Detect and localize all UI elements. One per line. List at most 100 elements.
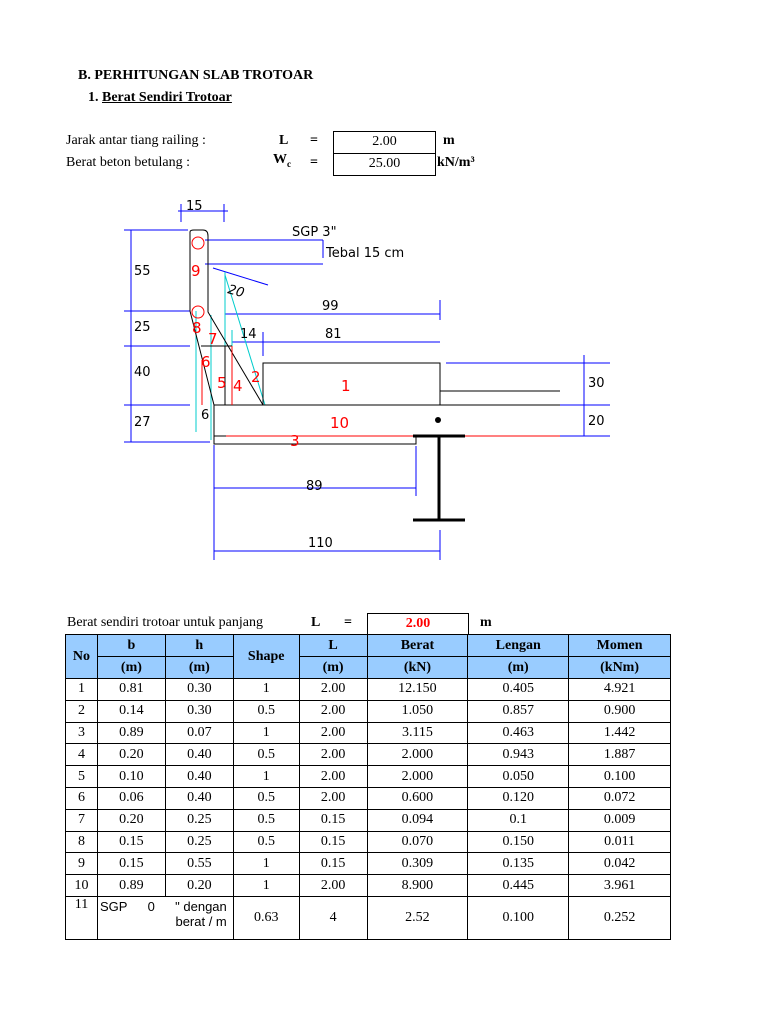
cell-lengan: 0.857 [467,699,570,723]
cell-shape: 0.5 [232,808,300,832]
header-no: No [65,634,98,679]
sgp-desc-2: berat / m [175,913,227,929]
cell-b: 0.15 [96,852,166,876]
param-unit-wc: kN/m³ [437,155,475,170]
cell-b: 0.15 [96,830,166,854]
cell-shape: 0.63 [232,895,300,940]
cell-berat: 0.094 [366,808,469,832]
param-eq-l: = [310,133,318,148]
cell-b: 0.06 [96,786,166,810]
cell-l: 0.15 [298,808,368,832]
cell-h: 0.30 [164,678,234,701]
cell-b: 0.81 [96,678,166,701]
cell-shape: 0.5 [232,743,300,767]
part-7: 7 [208,330,218,348]
cell-lengan: 0.150 [467,830,570,854]
cell-no: 4 [65,743,98,767]
cell-lengan: 0.1 [467,808,570,832]
red-lines [191,236,560,437]
part-4: 4 [233,377,243,395]
cell-l: 4 [298,895,368,940]
cell-no: 6 [65,786,98,810]
cell-momen: 0.900 [568,699,671,723]
param-symbol-wc-main: W [273,152,287,167]
cell-h: 0.40 [164,786,234,810]
dim-55: 55 [134,264,151,279]
cell-h: 0.30 [164,699,234,723]
cell-b: 0.89 [96,721,166,745]
cell-shape: 0.5 [232,786,300,810]
cell-momen: 0.042 [568,852,671,876]
dim-25: 25 [134,320,151,335]
table-intro-eq: = [344,615,352,630]
cell-no: 11 [65,895,98,940]
param-value-wc[interactable]: 25.00 [333,153,436,176]
cell-b: 0.10 [96,765,166,788]
cell-lengan: 0.943 [467,743,570,767]
part-2: 2 [251,368,261,386]
dim-20-diag: 20 [226,282,246,301]
cell-berat: 2.000 [366,765,469,788]
cell-no: 3 [65,721,98,745]
cell-berat: 12.150 [366,678,469,701]
sgp-label: SGP [99,898,128,914]
dim-27: 27 [134,415,151,430]
cell-l: 2.00 [298,765,368,788]
cell-lengan: 0.445 [467,874,570,897]
cell-momen: 0.011 [568,830,671,854]
cell-berat: 8.900 [366,874,469,897]
cell-b: 0.20 [96,743,166,767]
cell-berat: 0.309 [366,852,469,876]
dim-15: 15 [186,199,203,214]
cell-b: 0.14 [96,699,166,723]
cell-momen: 0.072 [568,786,671,810]
cell-shape: 0.5 [232,699,300,723]
cell-momen: 1.887 [568,743,671,767]
subsection-title: Berat Sendiri Trotoar [102,90,232,105]
cell-momen: 1.442 [568,721,671,745]
cell-momen: 0.100 [568,765,671,788]
header-l: L [298,634,368,657]
cell-no: 7 [65,808,98,832]
cell-l: 2.00 [298,786,368,810]
sgp-size: 0 [147,898,155,914]
cell-berat: 2.000 [366,743,469,767]
self-weight-table: No b h Shape L Berat Lengan Momen (m) (m… [65,634,671,940]
cell-l: 0.15 [298,852,368,876]
dim-6: 6 [201,408,209,423]
table-intro-value[interactable]: 2.00 [367,613,469,636]
cell-lengan: 0.135 [467,852,570,876]
part-1: 1 [341,377,351,395]
cross-section-diagram: 15 55 25 40 27 20 99 14 81 6 89 110 30 2… [124,199,610,560]
unit-lengan: (m) [467,656,570,679]
cell-momen: 4.921 [568,678,671,701]
cell-shape: 1 [232,678,300,701]
table-intro-label: Berat sendiri trotoar untuk panjang [67,615,263,630]
param-symbol-wc: Wc [273,152,291,169]
dim-30: 30 [588,376,605,391]
cell-momen: 3.961 [568,874,671,897]
param-symbol-wc-sub: c [287,158,291,169]
unit-b: (m) [96,656,166,679]
cell-sgp-desc: SGP 0 " dengan berat / m [96,895,234,940]
param-label-wc: Berat beton betulang : [66,155,191,170]
cell-no: 2 [65,699,98,723]
cell-lengan: 0.050 [467,765,570,788]
unit-l: (m) [298,656,368,679]
table-row-sgp: 11 SGP 0 " dengan berat / m 0.63 4 2.52 … [65,895,671,940]
param-unit-l: m [443,133,455,148]
part-9: 9 [191,262,201,280]
cell-momen: 0.252 [568,895,671,940]
cell-lengan: 0.120 [467,786,570,810]
cell-l: 2.00 [298,678,368,701]
cell-h: 0.55 [164,852,234,876]
table-intro-symbol: L [311,615,321,630]
dim-81: 81 [325,327,342,342]
cell-no: 10 [65,874,98,897]
